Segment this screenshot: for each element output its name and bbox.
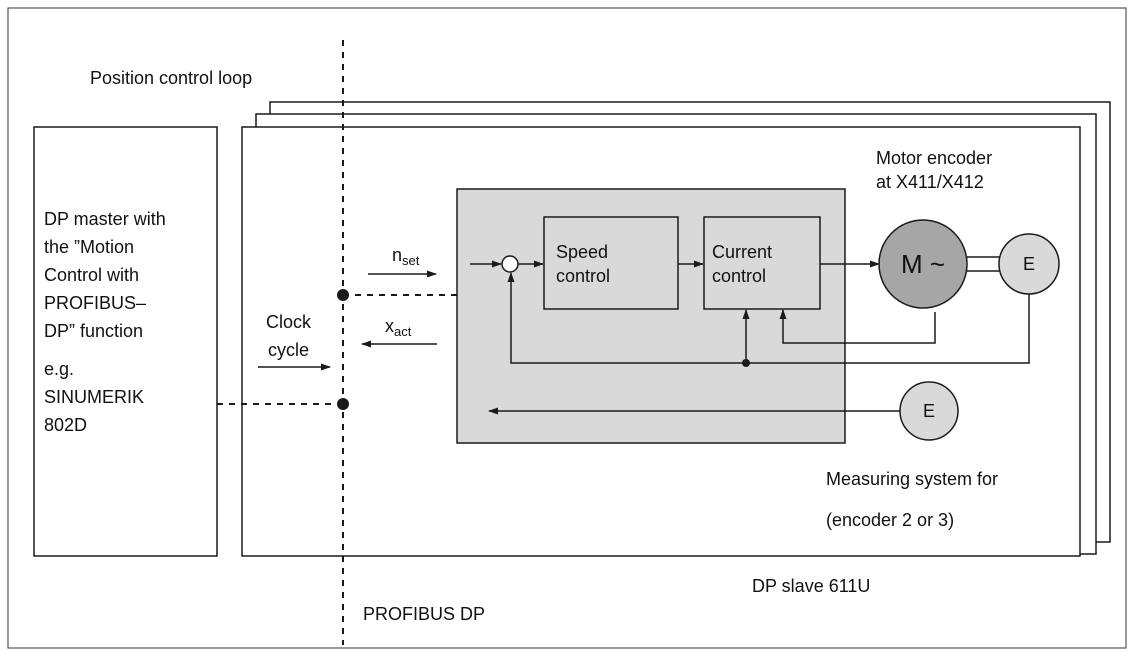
bus-junction-dot xyxy=(337,398,349,410)
measuring-encoder-circle xyxy=(899,381,959,441)
motor-encoder-label: E xyxy=(1022,254,1035,274)
dp-master-example-line-2: SINUMERIK xyxy=(44,387,145,407)
clock-cycle-line-1: Clock xyxy=(266,312,312,332)
dp-master-box xyxy=(33,126,218,557)
dp-master-line-1: DP master with xyxy=(44,209,166,229)
motor-current-feedback-line xyxy=(779,309,936,344)
x-act-label: xact xyxy=(385,316,412,339)
measuring-system-caption-line-1: Measuring system for xyxy=(826,469,999,489)
dp-master-line-3: Control with xyxy=(44,265,140,285)
current-control-block xyxy=(703,216,821,310)
motor-encoder-circle xyxy=(998,233,1060,295)
speed-control-line-1: Speed xyxy=(556,242,609,262)
measuring-encoder-label: E xyxy=(922,401,935,421)
dp-master-line-2: the ”Motion xyxy=(44,237,135,257)
outer-frame xyxy=(7,7,1127,649)
position-control-loop-label: Position control loop xyxy=(90,68,253,88)
profibus-dp-label: PROFIBUS DP xyxy=(363,604,486,624)
motor-encoder-caption-line-2: at X411/X412 xyxy=(876,172,984,192)
clock-cycle-line-2: cycle xyxy=(268,340,310,360)
dp-master-example-line-3: 802D xyxy=(44,415,88,435)
speed-control-block xyxy=(543,216,679,310)
current-control-line-2: control xyxy=(712,266,767,286)
motor-encoder-caption-line-1: Motor encoder xyxy=(876,148,993,168)
measuring-system-caption-line-2: (encoder 2 or 3) xyxy=(826,510,955,530)
speed-control-line-2: control xyxy=(556,266,611,286)
feedback-junction-dot xyxy=(742,359,750,367)
motor-label: M ~ xyxy=(900,249,946,279)
dp-master-line-4: PROFIBUS– xyxy=(44,293,147,313)
summing-junction xyxy=(501,255,519,273)
dp-master-line-5: DP” function xyxy=(44,321,144,341)
current-control-line-1: Current xyxy=(712,242,773,262)
motor-circle xyxy=(878,219,968,309)
bus-junction-dot xyxy=(337,289,349,301)
dp-slave-label: DP slave 611U xyxy=(752,576,871,596)
dp-master-example-line-1: e.g. xyxy=(44,359,75,379)
n-set-label: nset xyxy=(392,245,420,268)
encoder-feedback-line xyxy=(507,272,1030,364)
